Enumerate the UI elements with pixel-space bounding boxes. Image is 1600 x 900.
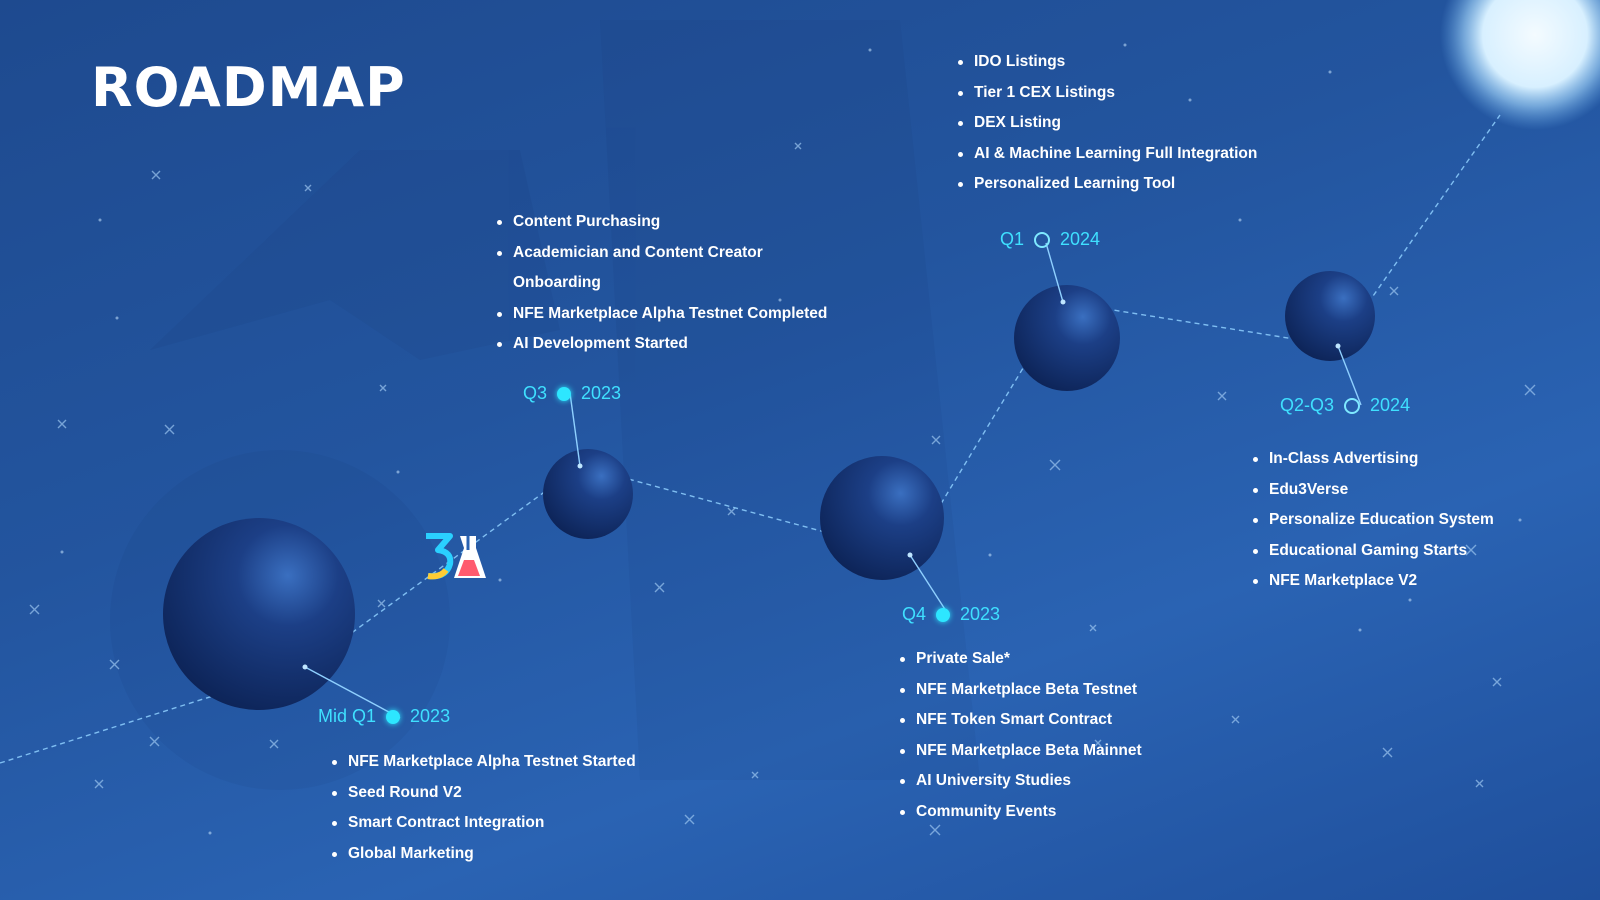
- list-item: NFE Marketplace V2: [1253, 566, 1494, 597]
- list-item: IDO Listings: [958, 47, 1257, 78]
- completed-dot-icon: [557, 386, 572, 401]
- milestone-items-q4-2023: Private Sale* NFE Marketplace Beta Testn…: [900, 644, 1142, 827]
- milestone-items-q1-2024: IDO Listings Tier 1 CEX Listings DEX Lis…: [958, 47, 1257, 200]
- list-item: AI University Studies: [900, 766, 1142, 797]
- milestone-period: Q2-Q3: [1280, 395, 1335, 415]
- milestone-year: 2023: [960, 604, 1001, 624]
- milestone-year: 2023: [410, 706, 451, 726]
- list-item: Content Purchasing: [497, 207, 857, 238]
- planet-q4: [820, 456, 944, 580]
- list-item: Seed Round V2: [332, 778, 636, 809]
- milestone-year: 2023: [581, 383, 622, 403]
- milestone-year: 2024: [1060, 229, 1101, 249]
- list-item: NFE Marketplace Alpha Testnet Started: [332, 747, 636, 778]
- milestone-items-q3-2023: Content Purchasing Academician and Conte…: [497, 207, 857, 360]
- list-item: Global Marketing: [332, 839, 636, 870]
- list-item: NFE Token Smart Contract: [900, 705, 1142, 736]
- milestone-period: Q4: [902, 604, 927, 624]
- list-item: Private Sale*: [900, 644, 1142, 675]
- stars: [29, 142, 1536, 836]
- milestone-period: Q1: [1000, 229, 1025, 249]
- list-item: NFE Marketplace Alpha Testnet Completed: [497, 299, 857, 330]
- list-item: Educational Gaming Starts: [1253, 536, 1494, 567]
- milestone-period: Q3: [523, 383, 548, 403]
- milestone-items-mid-q1-2023: NFE Marketplace Alpha Testnet Started Se…: [332, 747, 636, 869]
- upcoming-ring-icon: [1034, 231, 1051, 248]
- planet-q2q3-2024: [1285, 271, 1375, 361]
- upcoming-ring-icon: [1344, 397, 1361, 414]
- path-nodes: [302, 299, 1341, 670]
- watermark-logo: [110, 20, 980, 790]
- moon: [1440, 0, 1600, 130]
- star-dots: [60, 43, 1522, 835]
- list-item: Personalize Education System: [1253, 505, 1494, 536]
- list-item: Tier 1 CEX Listings: [958, 78, 1257, 109]
- milestone-label-q2-q3-2024: Q2-Q3 2024: [1280, 395, 1410, 416]
- planet-q3: [543, 449, 633, 539]
- completed-dot-icon: [386, 709, 401, 724]
- list-item: AI Development Started: [497, 329, 857, 360]
- list-item: Smart Contract Integration: [332, 808, 636, 839]
- planet-q1-2024: [1014, 285, 1120, 391]
- milestone-label-mid-q1-2023: Mid Q1 2023: [318, 706, 450, 727]
- milestone-period: Mid Q1: [318, 706, 377, 726]
- brand-logo-icon: [426, 533, 486, 580]
- list-item: NFE Marketplace Beta Testnet: [900, 675, 1142, 706]
- milestone-label-q4-2023: Q4 2023: [902, 604, 1000, 625]
- list-item: Academician and Content Creator Onboardi…: [497, 238, 783, 299]
- page-title: ROADMAP: [91, 56, 406, 119]
- completed-dot-icon: [936, 607, 951, 622]
- milestone-year: 2024: [1370, 395, 1411, 415]
- list-item: Personalized Learning Tool: [958, 169, 1257, 200]
- list-item: NFE Marketplace Beta Mainnet: [900, 736, 1142, 767]
- planet-mid-q1: [163, 518, 355, 710]
- milestone-label-q1-2024: Q1 2024: [1000, 229, 1100, 250]
- list-item: Edu3Verse: [1253, 475, 1494, 506]
- list-item: AI & Machine Learning Full Integration: [958, 139, 1257, 170]
- list-item: In-Class Advertising: [1253, 444, 1494, 475]
- milestone-label-q3-2023: Q3 2023: [523, 383, 621, 404]
- connectors: [304, 242, 1362, 719]
- list-item: Community Events: [900, 797, 1142, 828]
- list-item: DEX Listing: [958, 108, 1257, 139]
- milestone-items-q2-q3-2024: In-Class Advertising Edu3Verse Personali…: [1253, 444, 1494, 597]
